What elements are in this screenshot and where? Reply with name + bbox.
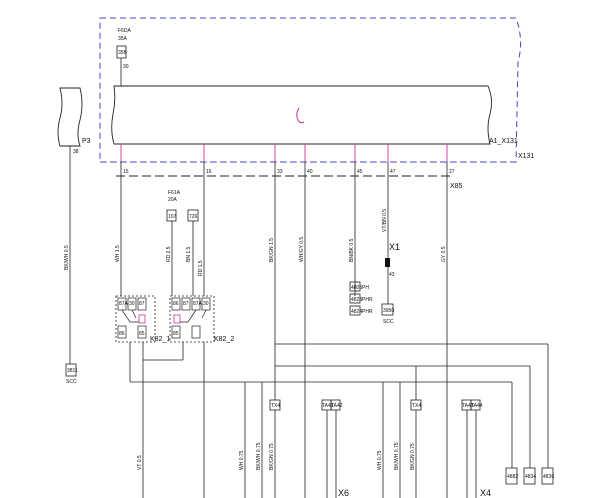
p3-pin: 38 (73, 149, 79, 155)
svg-text:PHR: PHR (362, 309, 373, 315)
svg-text:30: 30 (129, 301, 135, 307)
x4-r2-box (470, 399, 481, 411)
x4-r1-box-label: TA43 (462, 403, 474, 409)
svg-text:30: 30 (203, 301, 209, 307)
box-726-label: 726 (189, 214, 198, 220)
p3-scc: SCC (66, 379, 77, 385)
x6-r2-box (330, 399, 341, 411)
x6-r1-box-label: TA41 (322, 403, 334, 409)
svg-text:85: 85 (173, 331, 179, 337)
fuse-mid-name: F61A (168, 190, 181, 196)
right-box-3-label: 4836 (543, 474, 554, 480)
relay-k82-2: 86 87 87A 30 85 (169, 295, 215, 343)
a1-x131-label: A1_X131 (489, 138, 518, 145)
svg-text:PHR: PHR (362, 297, 373, 303)
fuse-top-id: 35B (118, 50, 128, 56)
x85-label: X85 (450, 183, 463, 190)
x4-left-box (410, 399, 422, 411)
wire-label-w5: BK/GN 1.5 (269, 238, 275, 262)
x1-pin: 43 (389, 272, 395, 278)
p3-module (57, 87, 83, 147)
svg-text:15: 15 (123, 169, 129, 175)
x6-r2-box-label: TA42 (331, 403, 343, 409)
wire-label-wb7: BK/GN 0.75 (410, 443, 416, 470)
p3-wire-label: BK/WH 0.5 (64, 245, 70, 270)
right-box-1 (505, 467, 518, 485)
k82-1-label: K82_1 (150, 336, 170, 343)
fuse-top-pin: 30 (123, 64, 129, 70)
x4-r2-box-label: TA44 (471, 403, 483, 409)
wire-label-wb3: BK/WH 0.75 (256, 442, 262, 470)
wire-label-w4: RD 1.5 (198, 260, 204, 276)
p3-bottom-box-label: 3811 (67, 368, 78, 374)
wire-label-wb5: WH 0.75 (377, 450, 383, 470)
x1-bottom-box-label: 3950 (383, 308, 394, 314)
x6-label: X6 (338, 488, 349, 498)
svg-text:PH: PH (362, 285, 369, 291)
svg-text:87: 87 (183, 301, 189, 307)
right-box-2-label: 4834 (525, 474, 536, 480)
fuse-top-name: F6DA (118, 28, 131, 34)
x4-left-box-label: TX4 (412, 403, 421, 409)
x1-plug (385, 258, 390, 267)
svg-text:16: 16 (206, 169, 212, 175)
wire-label-wb1: VT 0.5 (137, 455, 143, 470)
x1-stack: 4805 4823 4824 PH PHR PHR (349, 281, 373, 316)
x1-label: X1 (389, 242, 400, 252)
x6-left-box-label: TX4 (271, 403, 280, 409)
svg-text:87A: 87A (193, 301, 203, 307)
fuse-mid-rating: 20A (168, 197, 178, 203)
fuse-mid-id: 107 (168, 214, 177, 220)
connector-pin-numbers: 15 16 33 40 45 47 27 (123, 169, 455, 175)
fuse-top-box (116, 45, 127, 59)
wire-label-w6: WH/GY 0.5 (299, 237, 305, 262)
wire-label-wb2: WH 0.75 (239, 450, 245, 470)
x4-label: X4 (480, 488, 491, 498)
svg-text:85: 85 (139, 331, 145, 337)
wire-label-w3: BN 1.5 (186, 246, 192, 262)
wire-label-wb6: BK/WH 0.75 (394, 442, 400, 470)
svg-text:27: 27 (449, 169, 455, 175)
x1-scc: SCC (383, 319, 394, 325)
a1-x131-center-mark (296, 107, 305, 124)
fuse-mid-box (166, 209, 177, 222)
right-box-2 (523, 467, 536, 485)
svg-text:45: 45 (357, 169, 363, 175)
x6-left-box (269, 399, 281, 411)
svg-text:40: 40 (307, 169, 313, 175)
wire-label-w7: BN/BK 0.5 (349, 238, 355, 262)
svg-text:86: 86 (173, 301, 179, 307)
k82-2-label: K82_2 (214, 336, 234, 343)
svg-text:87: 87 (139, 301, 145, 307)
main-vertical-wires (120, 162, 448, 498)
wire-label-w8: VT/BN 0.5 (382, 209, 388, 232)
wire-label-wb4: BK/GN 0.75 (269, 443, 275, 470)
svg-text:87A: 87A (119, 301, 129, 307)
svg-text:86: 86 (119, 331, 125, 337)
fuse-top-rating: 35A (118, 36, 128, 42)
p3-label: P3 (82, 138, 91, 145)
wire-label-w9: GY 0.5 (441, 246, 447, 262)
right-box-1-label: 4882 (507, 474, 518, 480)
right-box-3 (541, 467, 554, 485)
svg-text:4823: 4823 (351, 297, 362, 303)
svg-text:47: 47 (390, 169, 396, 175)
a1-x131-module (111, 85, 493, 145)
x131-label: X131 (518, 153, 534, 160)
wire-label-w2: RD 2.5 (166, 246, 172, 262)
svg-text:4824: 4824 (351, 309, 362, 315)
top-module-outline (99, 17, 522, 163)
x1-bottom-box (381, 303, 394, 316)
svg-text:33: 33 (277, 169, 283, 175)
module-pin-stubs (120, 144, 448, 162)
lower-wiring (129, 342, 549, 498)
p3-bottom-box (65, 363, 77, 377)
svg-text:4805: 4805 (351, 285, 362, 291)
relay-k82-1: 87A 30 87 86 85 (115, 295, 156, 343)
wire-label-w1: WH 1.5 (115, 245, 121, 262)
